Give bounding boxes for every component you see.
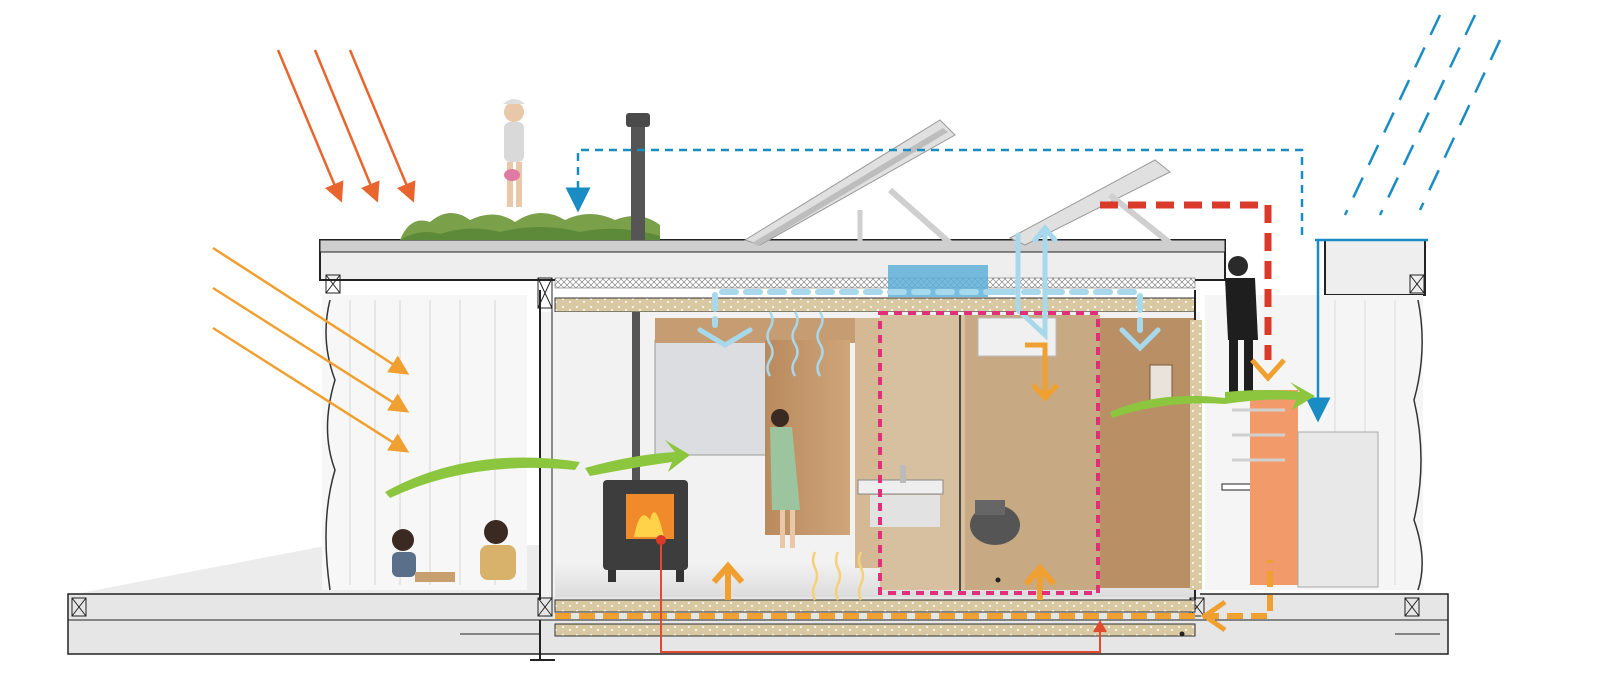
wet-zone-outline (878, 311, 1100, 595)
child-on-roof (503, 99, 525, 207)
chimney (626, 113, 650, 482)
woman-on-ladder (1225, 256, 1258, 395)
heat-rising-floor (811, 551, 865, 601)
green-roof (400, 212, 660, 240)
breeze (385, 382, 1315, 498)
sun-rays-low (212, 246, 410, 453)
wood-stove (603, 480, 688, 582)
cool-ventilation (697, 224, 1161, 352)
cool-air-down (766, 311, 824, 377)
sun-rays-high (276, 49, 416, 203)
woman-interior (770, 409, 800, 548)
two-toddlers (392, 520, 516, 582)
exterior-right (1205, 295, 1423, 591)
rainwater-flow (565, 148, 1428, 423)
warm-air-bath (1025, 342, 1059, 402)
stove-air-intake (660, 545, 1107, 653)
water-heater (1250, 390, 1298, 585)
hot-exhaust (1100, 201, 1272, 360)
warm-arrow-heater (1250, 358, 1286, 382)
rain (1343, 14, 1502, 216)
warm-floor-circulation (555, 560, 1273, 633)
appliance (1297, 431, 1379, 588)
floor-insulation (460, 594, 1449, 661)
roof-slab (319, 239, 1426, 313)
solar-panels (743, 119, 1172, 246)
